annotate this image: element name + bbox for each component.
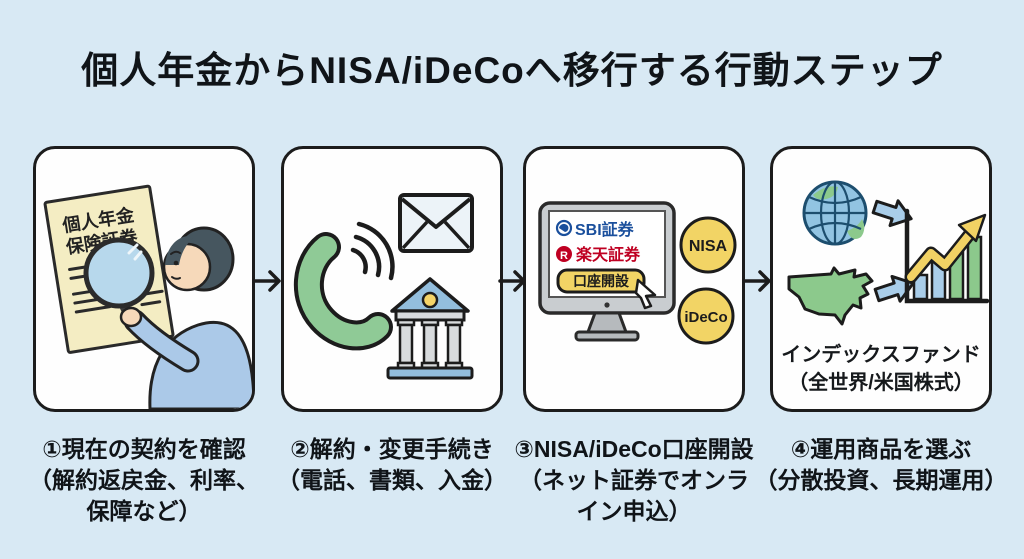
person-eyebrow: [170, 250, 181, 255]
person-fringe: [165, 235, 195, 265]
caption-line: （ネット証券でオンラ: [519, 467, 749, 493]
nisa-badge: NISA: [679, 216, 737, 274]
caption-line: ④運用商品を選ぶ: [790, 436, 972, 462]
rakuten-logo-icon: R: [556, 246, 572, 262]
step-3-panel: SBI証券 R 楽天証券 口座開設 NISA: [523, 146, 745, 412]
fund-label-line: （全世界/米国株式）: [788, 370, 974, 394]
account-open-button-label: 口座開設: [573, 273, 630, 289]
caption-line: 保障など）: [86, 498, 202, 524]
step-1-illustration: 個人年金 保険証券: [43, 184, 252, 409]
envelope-icon: [398, 193, 474, 253]
person-mouth: [171, 276, 181, 280]
step-1-panel: 個人年金 保険証券: [33, 146, 255, 412]
step-3-illustration: SBI証券 R 楽天証券 口座開設 NISA: [538, 201, 737, 345]
cursor-icon: [634, 278, 657, 310]
caption-line: （分散投資、長期運用）: [754, 467, 1008, 493]
broker-name-rakuten: 楽天証券: [575, 245, 641, 264]
caption-line: ③NISA/iDeCo口座開設: [514, 436, 754, 462]
fund-label-line: インデックスファンド: [781, 342, 980, 366]
step-1-caption: ①現在の契約を確認 （解約返戻金、利率、 保障など）: [29, 434, 259, 527]
account-open-button: 口座開設: [556, 268, 646, 294]
step-3-column: SBI証券 R 楽天証券 口座開設 NISA: [514, 146, 754, 527]
flow-arrow-1: [253, 270, 281, 292]
nisa-badge-label: NISA: [689, 238, 728, 255]
page-title: 個人年金からNISA/iDeCoへ移行する行動ステップ: [81, 50, 943, 91]
step-2-caption: ②解約・変更手続き （電話、書類、入金）: [277, 434, 507, 496]
sound-waves-icon: [350, 221, 395, 281]
broker-name-sbi: SBI証券: [575, 220, 635, 239]
person-eye: [173, 260, 179, 266]
bank-icon: [386, 277, 474, 380]
step-4-panel: インデックスファンド （全世界/米国株式）: [770, 146, 992, 412]
step-2-panel: [281, 146, 503, 412]
caption-line: （解約返戻金、利率、: [29, 467, 259, 493]
globe-icon: [802, 180, 868, 246]
rakuten-logo-letter: R: [560, 250, 568, 262]
caption-line: ①現在の契約を確認: [42, 436, 246, 462]
step-2-illustration: [294, 193, 474, 380]
step-4-column: インデックスファンド （全世界/米国株式） ④運用商品を選ぶ （分散投資、長期運…: [755, 146, 1008, 496]
caption-line: イン申込）: [576, 498, 692, 524]
person-arm: [126, 312, 197, 370]
sbi-logo-icon: [555, 219, 573, 237]
step-4-illustration: インデックスファンド （全世界/米国株式）: [781, 180, 989, 394]
step-2-column: ②解約・変更手続き （電話、書類、入金）: [277, 146, 507, 496]
caption-line: ②解約・変更手続き: [290, 436, 494, 462]
bar-chart-icon: [904, 208, 989, 304]
person-hand: [119, 306, 143, 328]
growth-arrow-icon: [904, 213, 987, 284]
person-illustration: [119, 226, 252, 409]
us-map-icon: [787, 266, 874, 326]
step-3-caption: ③NISA/iDeCo口座開設 （ネット証券でオンラ イン申込）: [514, 434, 753, 527]
flow-arrow-3: [743, 270, 771, 292]
phone-icon: [294, 232, 393, 351]
fund-label: インデックスファンド （全世界/米国株式）: [781, 342, 980, 394]
step-4-caption: ④運用商品を選ぶ （分散投資、長期運用）: [755, 434, 1008, 496]
ideco-badge-label: iDeCo: [684, 309, 727, 326]
caption-line: （電話、書類、入金）: [277, 467, 507, 493]
blue-arrow-icon: [871, 199, 913, 228]
step-1-column: 個人年金 保険証券: [29, 146, 259, 527]
ideco-badge: iDeCo: [677, 287, 735, 345]
